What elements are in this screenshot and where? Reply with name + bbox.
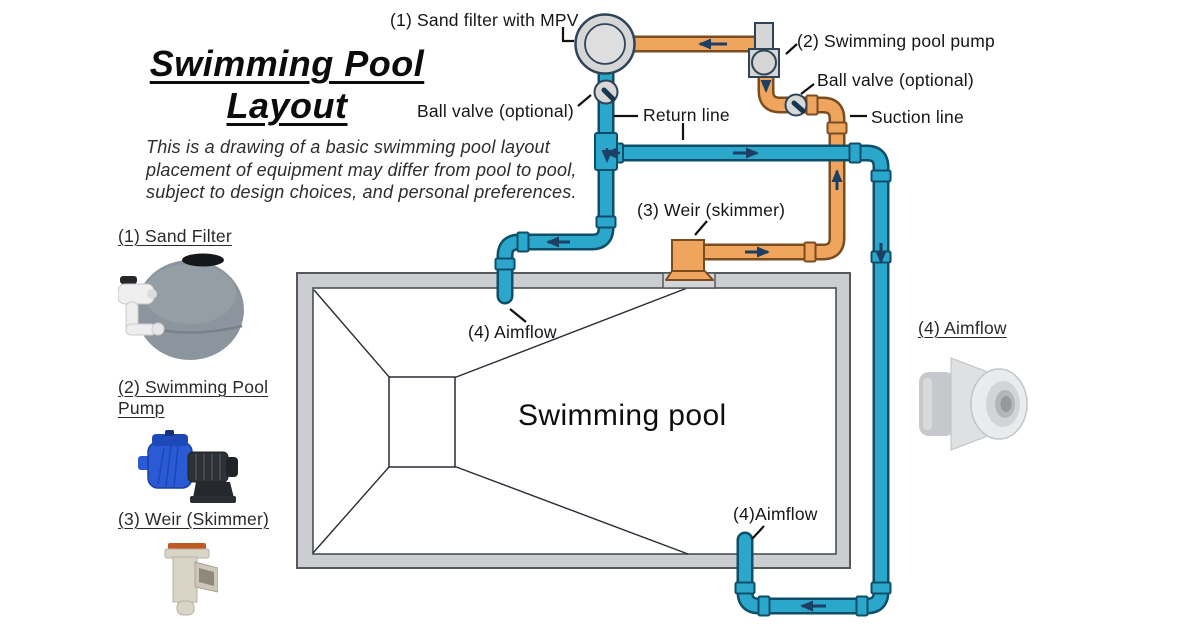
legend-item-pool-pump-label: (2) Swimming Pool Pump (118, 377, 269, 418)
label-ball-valve-lower: Ball valve (optional) (417, 101, 574, 121)
arrow-ball-valve-lower (577, 94, 592, 107)
sand-filter-photo (118, 253, 244, 360)
arrow-aimflow-top (509, 308, 527, 323)
arrow-aimflow-bottom (751, 525, 765, 540)
page-title-line2: Layout (226, 85, 348, 126)
weir-symbol (662, 239, 716, 289)
ball-valve-upper-symbol (784, 93, 808, 117)
page-title: Swimming Pool Layout (132, 43, 442, 127)
label-sand-filter-mpv: (1) Sand filter with MPV (390, 10, 579, 30)
label-return-line: Return line (643, 105, 730, 125)
description-line3: subject to design choices, and personal … (146, 182, 577, 203)
label-pool-pump: (2) Swimming pool pump (797, 31, 995, 51)
pool-deep-end-floor (388, 376, 456, 468)
label-aimflow-top: (4) Aimflow (468, 322, 557, 342)
arrow-sand-filter-mpv (561, 27, 574, 43)
aimflow-photo (919, 357, 1028, 451)
pool-perspective-lines (312, 287, 689, 555)
label-arrows (509, 27, 867, 540)
sand-filter-lid (182, 253, 224, 267)
description-line2: placement of equipment may differ from p… (146, 159, 577, 180)
ball-valve-lower-symbol (593, 79, 619, 105)
label-ball-valve-upper: Ball valve (optional) (817, 70, 974, 90)
arrow-ball-valve-upper (800, 83, 815, 95)
pool (296, 272, 851, 569)
pump-symbol (748, 22, 780, 78)
description: This is a drawing of a basic swimming po… (146, 136, 606, 204)
arrow-weir (694, 220, 708, 236)
description-line1: This is a drawing of a basic swimming po… (146, 137, 550, 157)
pool-pump-photo (138, 430, 238, 503)
sand-filter-symbol (574, 13, 636, 75)
page-title-line1: Swimming Pool (149, 43, 425, 84)
legend-item-aimflow-label: (4) Aimflow (918, 318, 1007, 338)
flow-arrows (546, 38, 887, 612)
pool-label: Swimming pool (518, 399, 727, 432)
label-suction-line: Suction line (871, 107, 964, 127)
label-aimflow-bottom: (4)Aimflow (733, 504, 818, 524)
legend-item-weir-skimmer-label: (3) Weir (Skimmer) (118, 509, 270, 529)
weir-skimmer-photo (164, 543, 218, 616)
legend-item-sand-filter-label: (1) Sand Filter (118, 226, 232, 246)
arrow-pool-pump (785, 43, 798, 55)
label-weir-skimmer: (3) Weir (skimmer) (637, 200, 786, 220)
